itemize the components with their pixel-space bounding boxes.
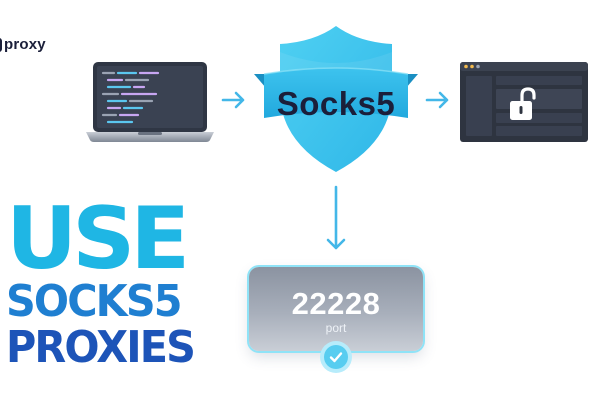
laptop-code-icon [86, 62, 214, 142]
arrow-right-icon [425, 91, 449, 109]
arrow-down-icon [326, 185, 346, 250]
logo-text: proxy [4, 36, 46, 53]
port-number: 22228 [291, 286, 381, 321]
shield-label: Socks5 [276, 85, 396, 122]
padlock-open-icon [510, 87, 536, 120]
check-badge [320, 341, 352, 373]
port-card: 22228 port [249, 267, 423, 351]
headline: USE SOCKS5 PROXIES [6, 196, 206, 370]
arrow-right-icon [221, 91, 245, 109]
check-icon [329, 352, 343, 363]
headline-line-proxies: PROXIES [6, 322, 196, 373]
port-label: port [325, 321, 347, 335]
headline-line-socks5: SOCKS5 [6, 276, 183, 327]
shield-icon [254, 26, 418, 172]
headline-line-use: USE [6, 189, 190, 289]
logo-mark-icon [0, 37, 2, 52]
brand-logo: proxy [0, 36, 46, 53]
